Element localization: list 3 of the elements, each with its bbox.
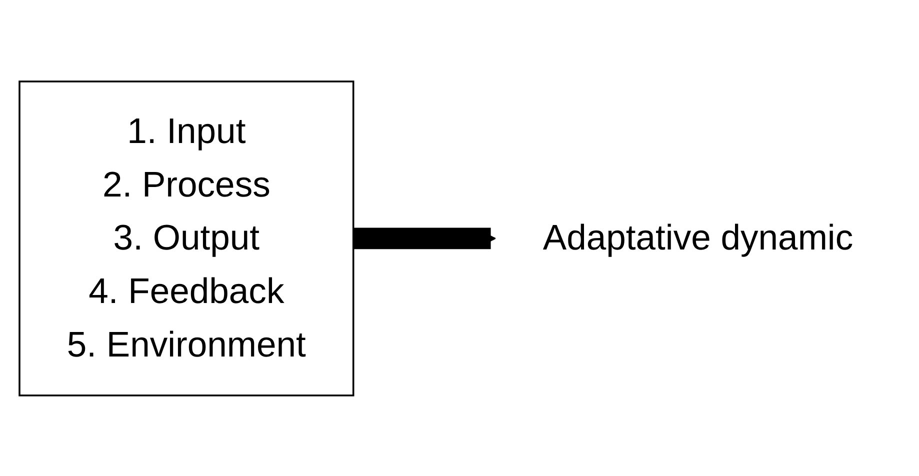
- arrow: [352, 227, 496, 249]
- node-box: 1. Input 2. Process 3. Output 4. Feedback 5. Environment: [18, 80, 354, 396]
- node-text: Adaptative dynamic: [542, 218, 853, 258]
